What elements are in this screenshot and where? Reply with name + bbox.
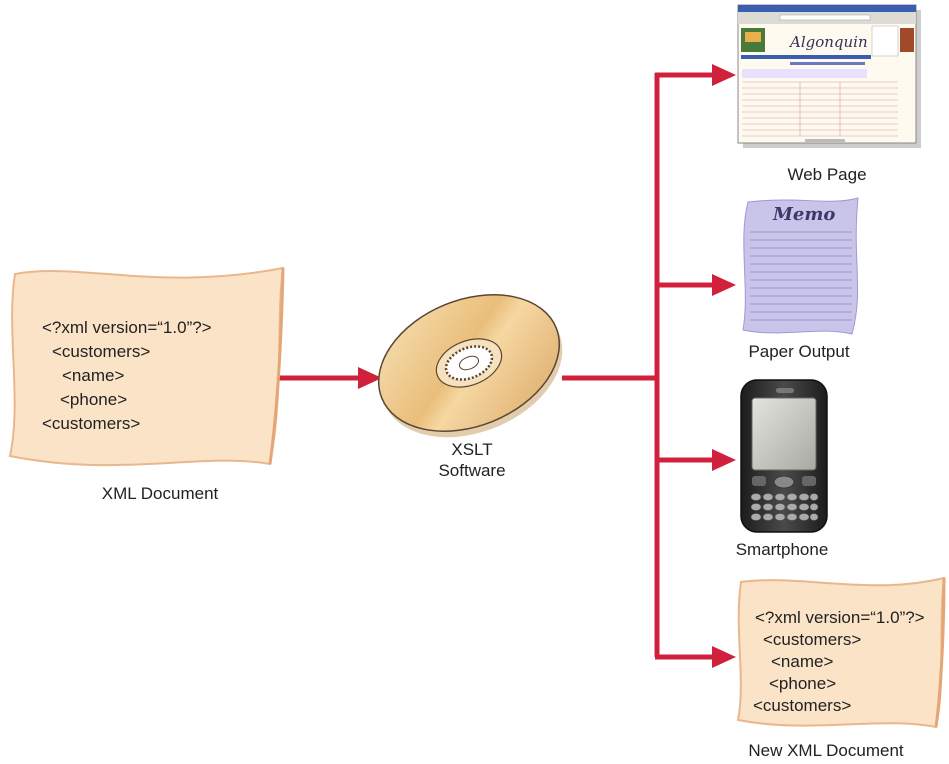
paper-output-node: Memo Paper Output	[742, 197, 859, 361]
new-xml-line-4: <phone>	[769, 674, 836, 693]
cd-disc-icon	[377, 294, 563, 438]
paper-output-caption: Paper Output	[748, 342, 849, 361]
arrow-to-smartphone	[655, 449, 736, 471]
arrow-to-paper-output	[655, 274, 736, 296]
arrow-to-web-page	[655, 64, 736, 86]
arrow-to-new-xml	[655, 646, 736, 668]
web-page-node: Algonquin Web Page	[737, 4, 921, 184]
xml-document-node: <?xml version=“1.0”?> <customers> <name>…	[8, 266, 285, 503]
web-page-caption: Web Page	[787, 165, 866, 184]
xml-line-5: <customers>	[42, 414, 140, 433]
connectors	[270, 64, 736, 668]
xml-line-1: <?xml version=“1.0”?>	[42, 318, 212, 337]
browser-window-icon: Algonquin	[737, 4, 921, 148]
smartphone-icon	[740, 379, 828, 533]
new-xml-document-caption: New XML Document	[748, 741, 904, 760]
smartphone-caption: Smartphone	[736, 540, 829, 559]
xml-line-3: <name>	[62, 366, 124, 385]
new-xml-line-2: <customers>	[763, 630, 861, 649]
xslt-caption-line2: Software	[438, 461, 505, 480]
memo-title: Memo	[772, 204, 835, 225]
xml-line-2: <customers>	[52, 342, 150, 361]
xml-line-4: <phone>	[60, 390, 127, 409]
paper-scroll-icon	[736, 576, 946, 729]
new-xml-line-5: <customers>	[753, 696, 851, 715]
web-banner-text: Algonquin	[788, 33, 868, 51]
smartphone-node: Smartphone	[736, 379, 829, 559]
xml-document-caption: XML Document	[102, 484, 219, 503]
new-xml-document-node: <?xml version=“1.0”?> <customers> <name>…	[736, 576, 946, 760]
memo-paper-icon	[742, 197, 859, 335]
new-xml-line-3: <name>	[771, 652, 833, 671]
xslt-caption-line1: XSLT	[451, 440, 492, 459]
new-xml-line-1: <?xml version=“1.0”?>	[755, 608, 925, 627]
arrow-xml-to-xslt	[270, 367, 382, 389]
paper-scroll-icon	[8, 266, 285, 467]
xslt-node: XSLT Software	[377, 294, 563, 480]
